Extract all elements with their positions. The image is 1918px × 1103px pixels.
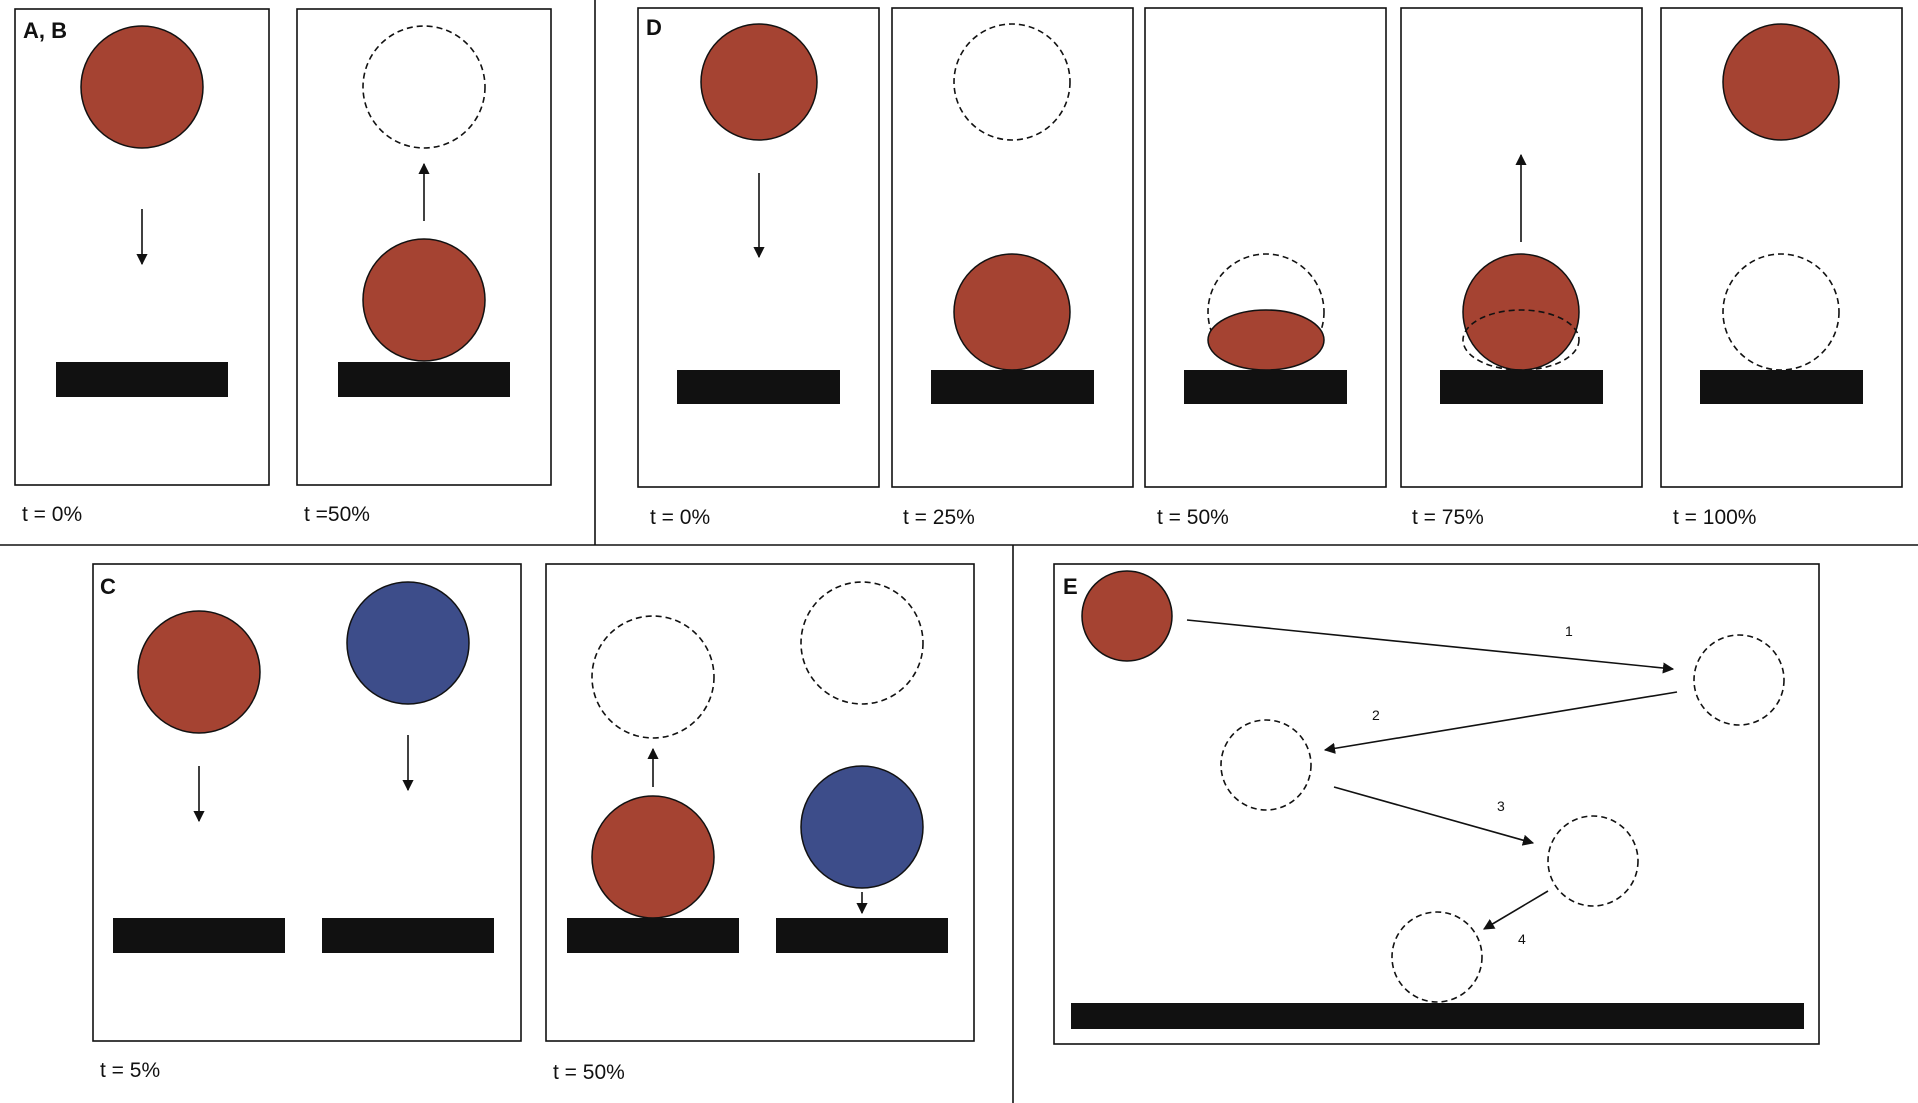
- ghost-ball-2: [1220, 719, 1312, 811]
- frame-box: [296, 8, 552, 486]
- surface-block: [1440, 370, 1603, 404]
- surface-block: [1700, 370, 1863, 404]
- panel-label-c: C: [100, 574, 116, 599]
- frame-box: [1400, 7, 1643, 488]
- caption-d-t50: t = 50%: [1157, 506, 1229, 529]
- blue-ball: [800, 765, 924, 889]
- red-ball: [80, 25, 204, 149]
- ghost-ball-4: [1391, 911, 1483, 1003]
- caption-ab-t50: t =50%: [304, 503, 370, 526]
- frame-box: [891, 7, 1134, 488]
- surface-block-left: [567, 918, 739, 953]
- frame-ab-t50: [296, 8, 552, 486]
- surface-block: [931, 370, 1094, 404]
- red-ball: [137, 610, 261, 734]
- ghost-ball: [362, 25, 486, 149]
- frame-ab-t0: [14, 8, 270, 486]
- ghost-blue-ball: [800, 581, 924, 705]
- blue-ball: [346, 581, 470, 705]
- panel-c: C t = 5% t = 50%: [92, 563, 975, 1084]
- surface-block: [677, 370, 840, 404]
- frame-d-t75: [1400, 7, 1643, 488]
- surface-block: [56, 362, 228, 397]
- red-ball: [1722, 23, 1840, 141]
- trajectory-arrow-4: [1483, 890, 1549, 930]
- red-ball: [362, 238, 486, 362]
- panel-label-d: D: [646, 15, 662, 40]
- frame-box: [637, 7, 880, 488]
- frame-box: [1144, 7, 1387, 488]
- panel-ab: A, B t = 0% t =50%: [14, 8, 552, 526]
- surface-block-left: [113, 918, 285, 953]
- step-label-4: 4: [1518, 931, 1526, 947]
- caption-d-t75: t = 75%: [1412, 506, 1484, 529]
- red-ball: [1081, 570, 1173, 662]
- caption-d-t0: t = 0%: [650, 506, 710, 529]
- caption-c-t5: t = 5%: [100, 1059, 160, 1082]
- surface-block: [1184, 370, 1347, 404]
- panel-d: D t = 0% t = 25% t = 50%: [637, 7, 1903, 529]
- trajectory-arrow-1: [1186, 619, 1675, 674]
- frame-box: [14, 8, 270, 486]
- caption-d-t25: t = 25%: [903, 506, 975, 529]
- frame-box: [1053, 563, 1820, 1045]
- frame-box: [1660, 7, 1903, 488]
- step-label-2: 2: [1372, 707, 1380, 723]
- frame-d-t25: [891, 7, 1134, 488]
- red-ball: [1462, 253, 1580, 371]
- frame-d-t0: [637, 7, 880, 488]
- caption-d-t100: t = 100%: [1673, 506, 1756, 529]
- step-label-3: 3: [1497, 798, 1505, 814]
- red-ball: [591, 795, 715, 919]
- surface-block-right: [322, 918, 494, 953]
- red-ball: [953, 253, 1071, 371]
- red-ball: [700, 23, 818, 141]
- panel-label-e: E: [1063, 574, 1078, 599]
- caption-ab-t0: t = 0%: [22, 503, 82, 526]
- surface-block: [338, 362, 510, 397]
- ghost-red-ball: [591, 615, 715, 739]
- panel-e: E 1 2 3 4: [1053, 563, 1820, 1045]
- trajectory-arrow-2: [1323, 691, 1678, 754]
- frame-box: [545, 563, 975, 1042]
- surface-block-right: [776, 918, 948, 953]
- ghost-ball: [1722, 253, 1840, 371]
- frame-d-t50: [1144, 7, 1387, 488]
- caption-c-t50: t = 50%: [553, 1061, 625, 1084]
- step-label-1: 1: [1565, 623, 1573, 639]
- surface-floor: [1071, 1003, 1804, 1029]
- ghost-ball-1: [1693, 634, 1785, 726]
- squashed-red-ball: [1207, 309, 1325, 371]
- frame-d-t100: [1660, 7, 1903, 488]
- ghost-ball: [953, 23, 1071, 141]
- trajectory-arrow-3: [1333, 786, 1535, 846]
- frame-c-t50: [545, 563, 975, 1042]
- ghost-ball-3: [1547, 815, 1639, 907]
- frame-c-t5: [92, 563, 522, 1042]
- panel-label-ab: A, B: [23, 18, 67, 43]
- frame-box: [92, 563, 522, 1042]
